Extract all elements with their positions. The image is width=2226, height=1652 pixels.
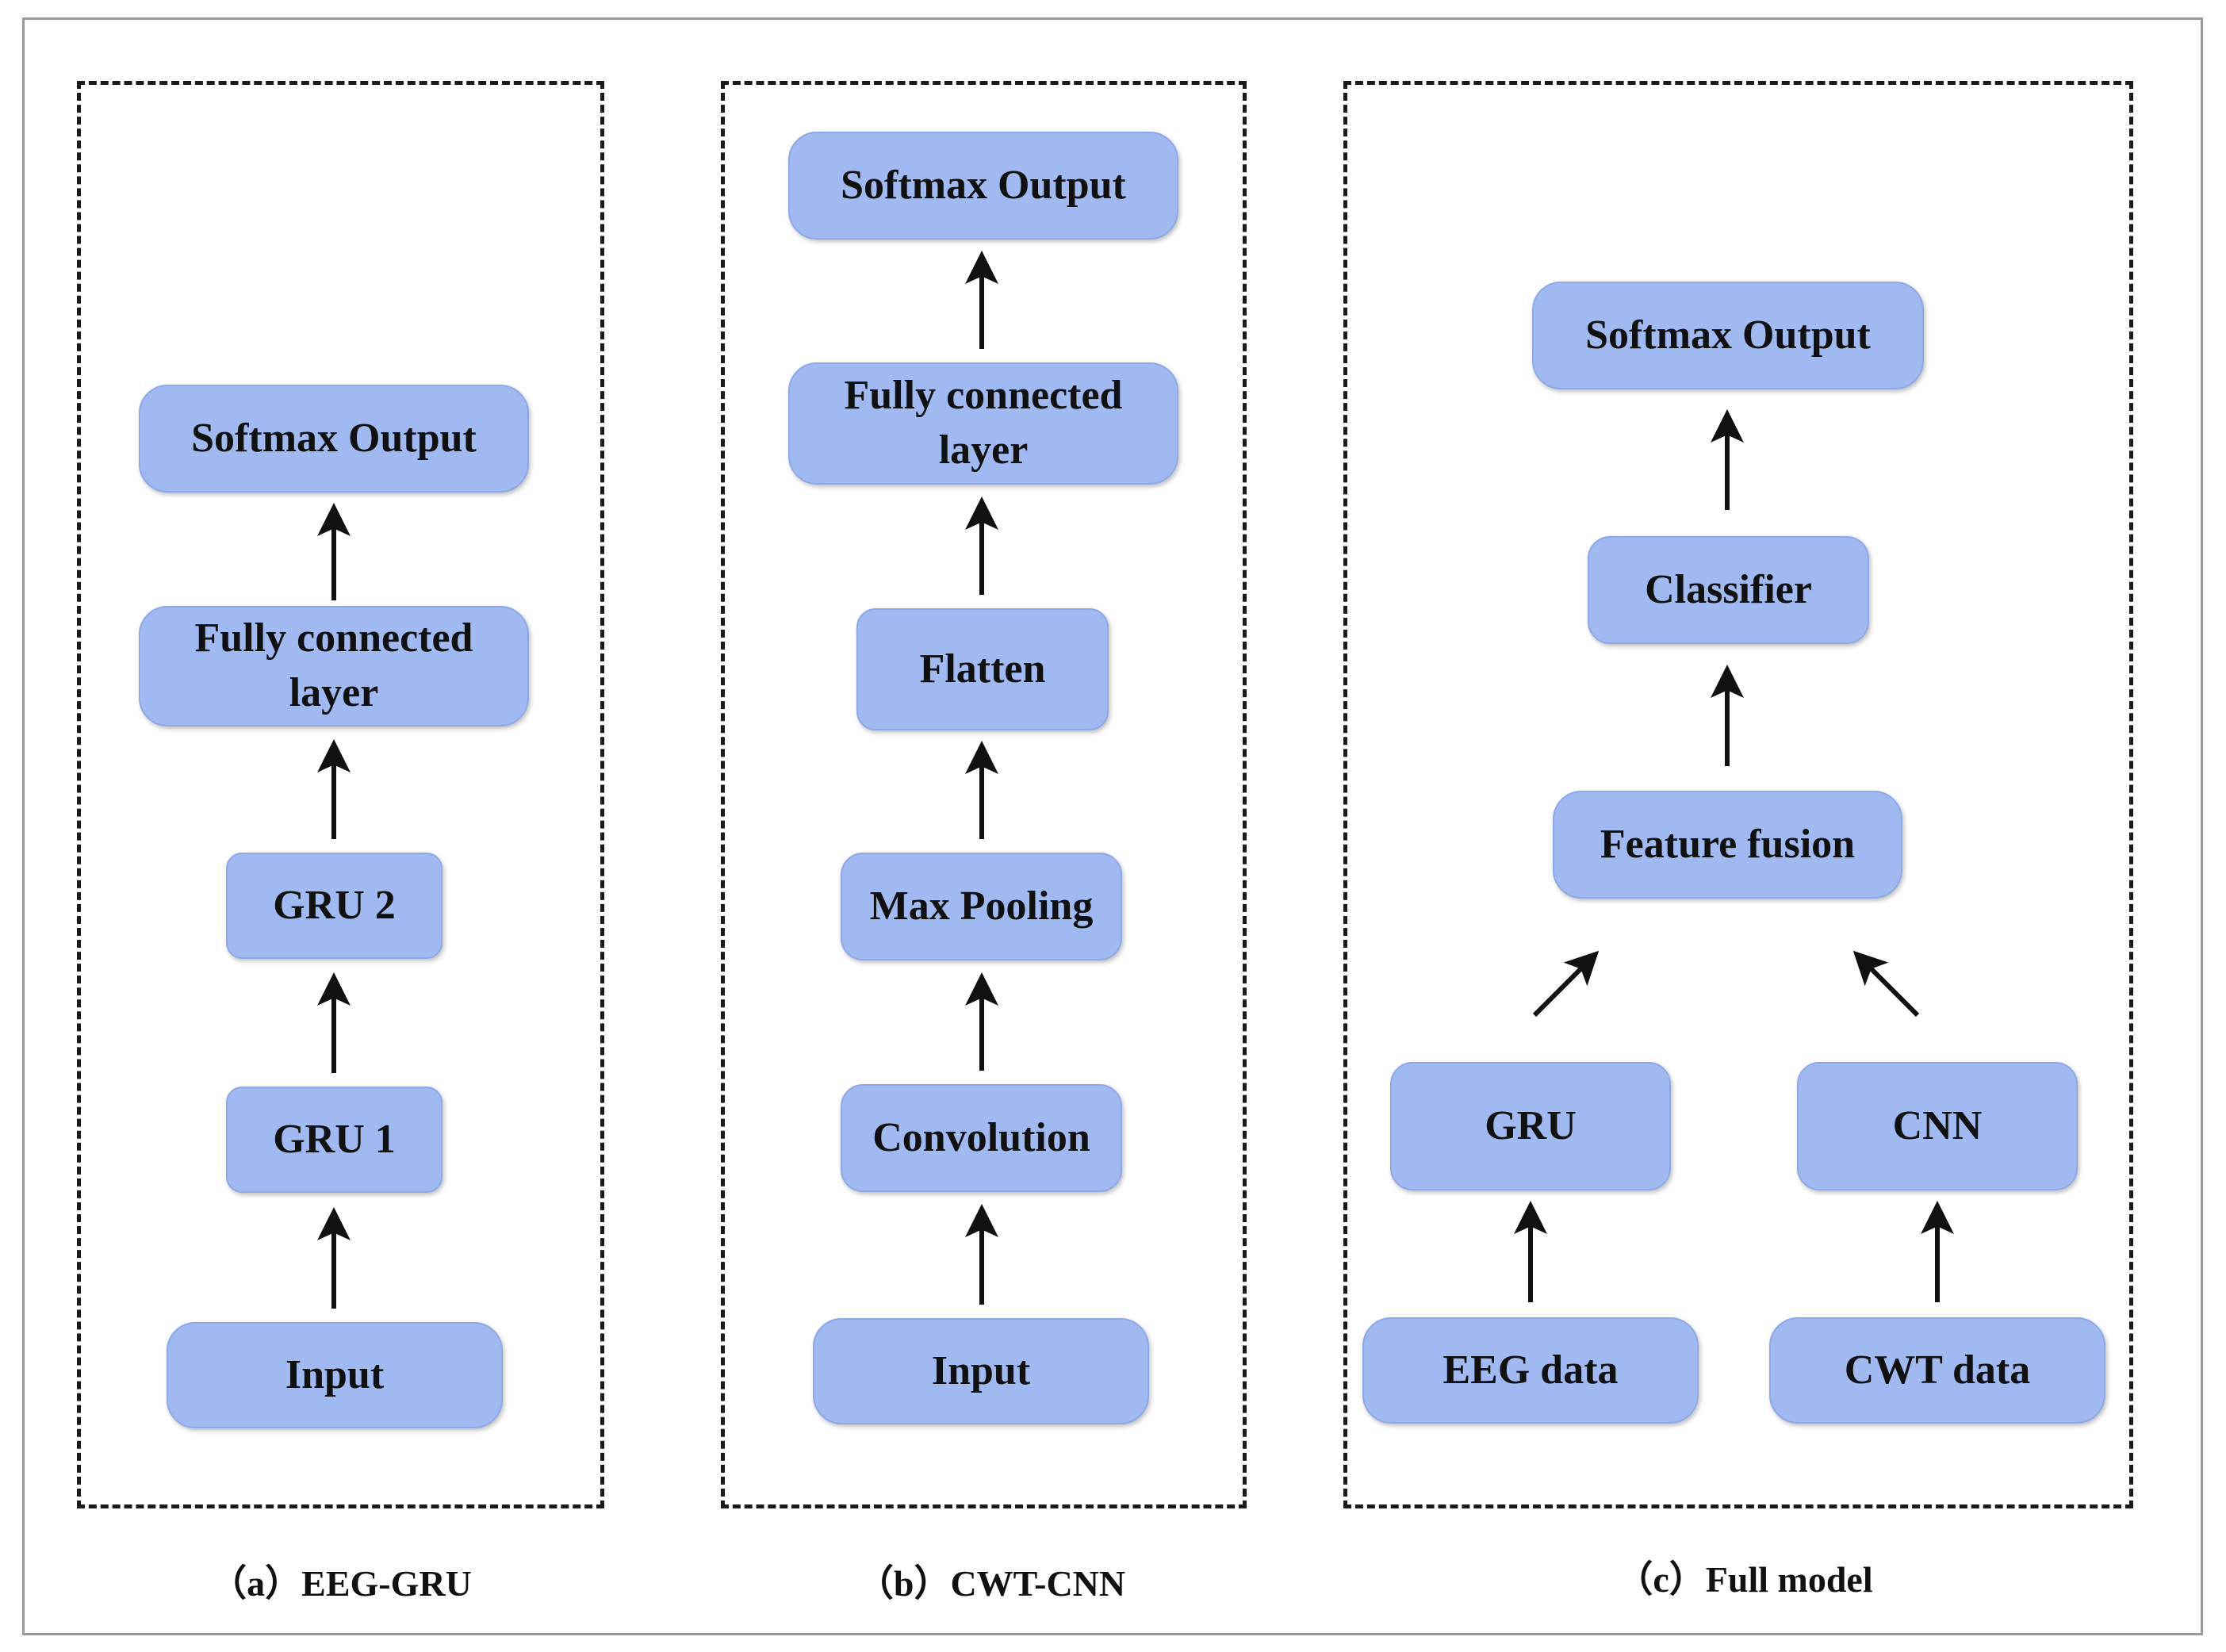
panel-a-gru1: GRU 1	[226, 1087, 443, 1193]
panel-a-softmax-output: Softmax Output	[139, 385, 529, 493]
panel-a-caption: （a）EEG-GRU	[210, 1563, 472, 1604]
panel-c-classifier: Classifier	[1588, 536, 1869, 644]
figure-frame	[22, 17, 2203, 1635]
panel-b-input: Input	[813, 1318, 1149, 1424]
panel-a-eeg-gru	[77, 81, 604, 1508]
panel-c-eeg-data: EEG data	[1362, 1317, 1699, 1424]
panel-a-fully-connected-layer: Fully connected layer	[139, 606, 529, 726]
panel-a-gru2: GRU 2	[226, 853, 443, 959]
arrow-c-cnn-to-fusion	[1852, 950, 1920, 1018]
panel-c-full-model	[1343, 81, 2133, 1508]
panel-c-cnn: CNN	[1797, 1062, 2078, 1190]
panel-b-softmax-output: Softmax Output	[788, 132, 1178, 240]
panel-a-input: Input	[167, 1322, 503, 1428]
arrow-c-gru-to-fusion	[1532, 950, 1600, 1018]
panel-c-gru: GRU	[1390, 1062, 1671, 1190]
panel-b-flatten: Flatten	[856, 608, 1109, 730]
panel-c-cwt-data: CWT data	[1769, 1317, 2105, 1424]
panel-b-caption: （b）CWT-CNN	[856, 1563, 1126, 1604]
panel-c-softmax-output: Softmax Output	[1532, 282, 1924, 389]
panel-b-convolution: Convolution	[841, 1084, 1122, 1192]
panel-b-fully-connected-layer: Fully connected layer	[788, 362, 1178, 485]
panel-c-caption: （c）Full model	[1616, 1559, 1873, 1600]
panel-b-max-pooling: Max Pooling	[841, 853, 1122, 960]
panel-c-feature-fusion: Feature fusion	[1553, 791, 1902, 899]
panel-b-cwt-cnn	[721, 81, 1247, 1508]
